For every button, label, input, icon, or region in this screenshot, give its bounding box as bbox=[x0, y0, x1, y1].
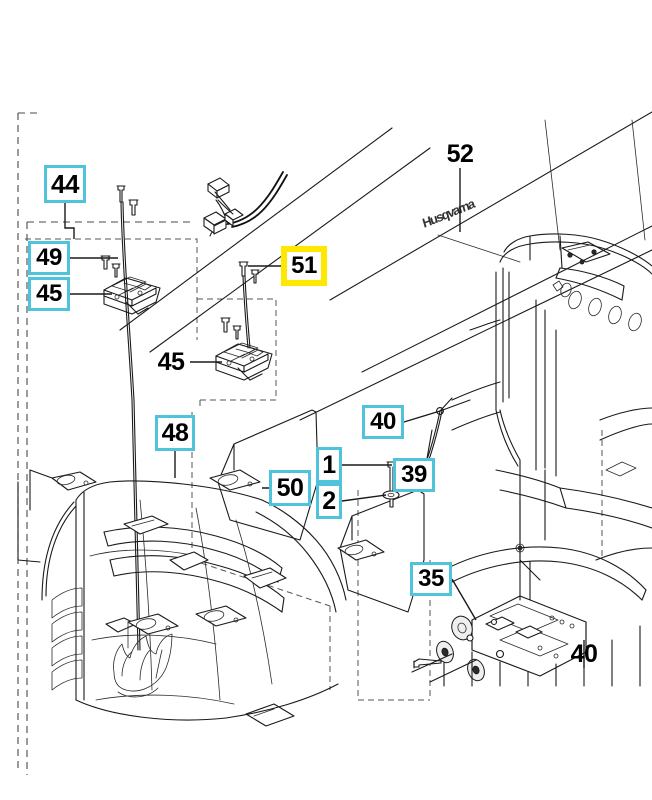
brand-decal: Husqvarna bbox=[421, 195, 521, 263]
crown-logo bbox=[113, 633, 173, 698]
callout-label-44[interactable]: 44 bbox=[44, 165, 86, 203]
bracket-assembly-lower bbox=[215, 342, 273, 381]
bracket-assembly-upper bbox=[103, 276, 161, 315]
panel-plate-50 bbox=[209, 409, 319, 541]
rail-assembly-bottom bbox=[411, 543, 647, 687]
callout-label-52[interactable]: 52 bbox=[446, 139, 474, 168]
screws-upper bbox=[100, 185, 141, 651]
callout-label-2[interactable]: 2 bbox=[316, 483, 342, 519]
machine-body-left bbox=[41, 480, 347, 727]
callout-label-35[interactable]: 35 bbox=[410, 562, 452, 596]
panel-plate-right-lower bbox=[337, 489, 425, 613]
dashed-group-box-a bbox=[25, 238, 198, 340]
callout-label-39[interactable]: 39 bbox=[393, 458, 435, 492]
screws-lower bbox=[220, 261, 260, 349]
dashed-boundary-inner bbox=[26, 221, 195, 775]
callout-label-40-upper[interactable]: 40 bbox=[362, 405, 404, 439]
roller-3 bbox=[467, 658, 485, 682]
perspective-guides bbox=[119, 111, 652, 421]
dashed-fold-lines bbox=[191, 412, 603, 701]
dashed-group-box-b bbox=[197, 298, 277, 408]
panel-plate-mid bbox=[127, 605, 247, 649]
callout-label-48[interactable]: 48 bbox=[155, 415, 195, 451]
callout-label-40-lower[interactable]: 40 bbox=[570, 639, 598, 668]
callout-label-49[interactable]: 49 bbox=[28, 241, 70, 275]
callout-leaders bbox=[64, 168, 585, 668]
roller-1 bbox=[451, 615, 473, 641]
machine-frame-right bbox=[451, 233, 652, 581]
wiring-harness bbox=[203, 171, 288, 237]
roller-2 bbox=[436, 640, 454, 664]
callout-label-45-upper[interactable]: 45 bbox=[28, 277, 70, 311]
callout-label-50[interactable]: 50 bbox=[269, 470, 311, 506]
callout-label-51-highlighted[interactable]: 51 bbox=[281, 246, 327, 286]
dashed-boundary-outer bbox=[17, 112, 40, 770]
callout-label-1[interactable]: 1 bbox=[316, 447, 342, 483]
svg-text:Husqvarna: Husqvarna bbox=[421, 195, 478, 231]
callout-label-45-lower[interactable]: 45 bbox=[157, 347, 185, 376]
panel-plate-48 bbox=[17, 469, 97, 563]
